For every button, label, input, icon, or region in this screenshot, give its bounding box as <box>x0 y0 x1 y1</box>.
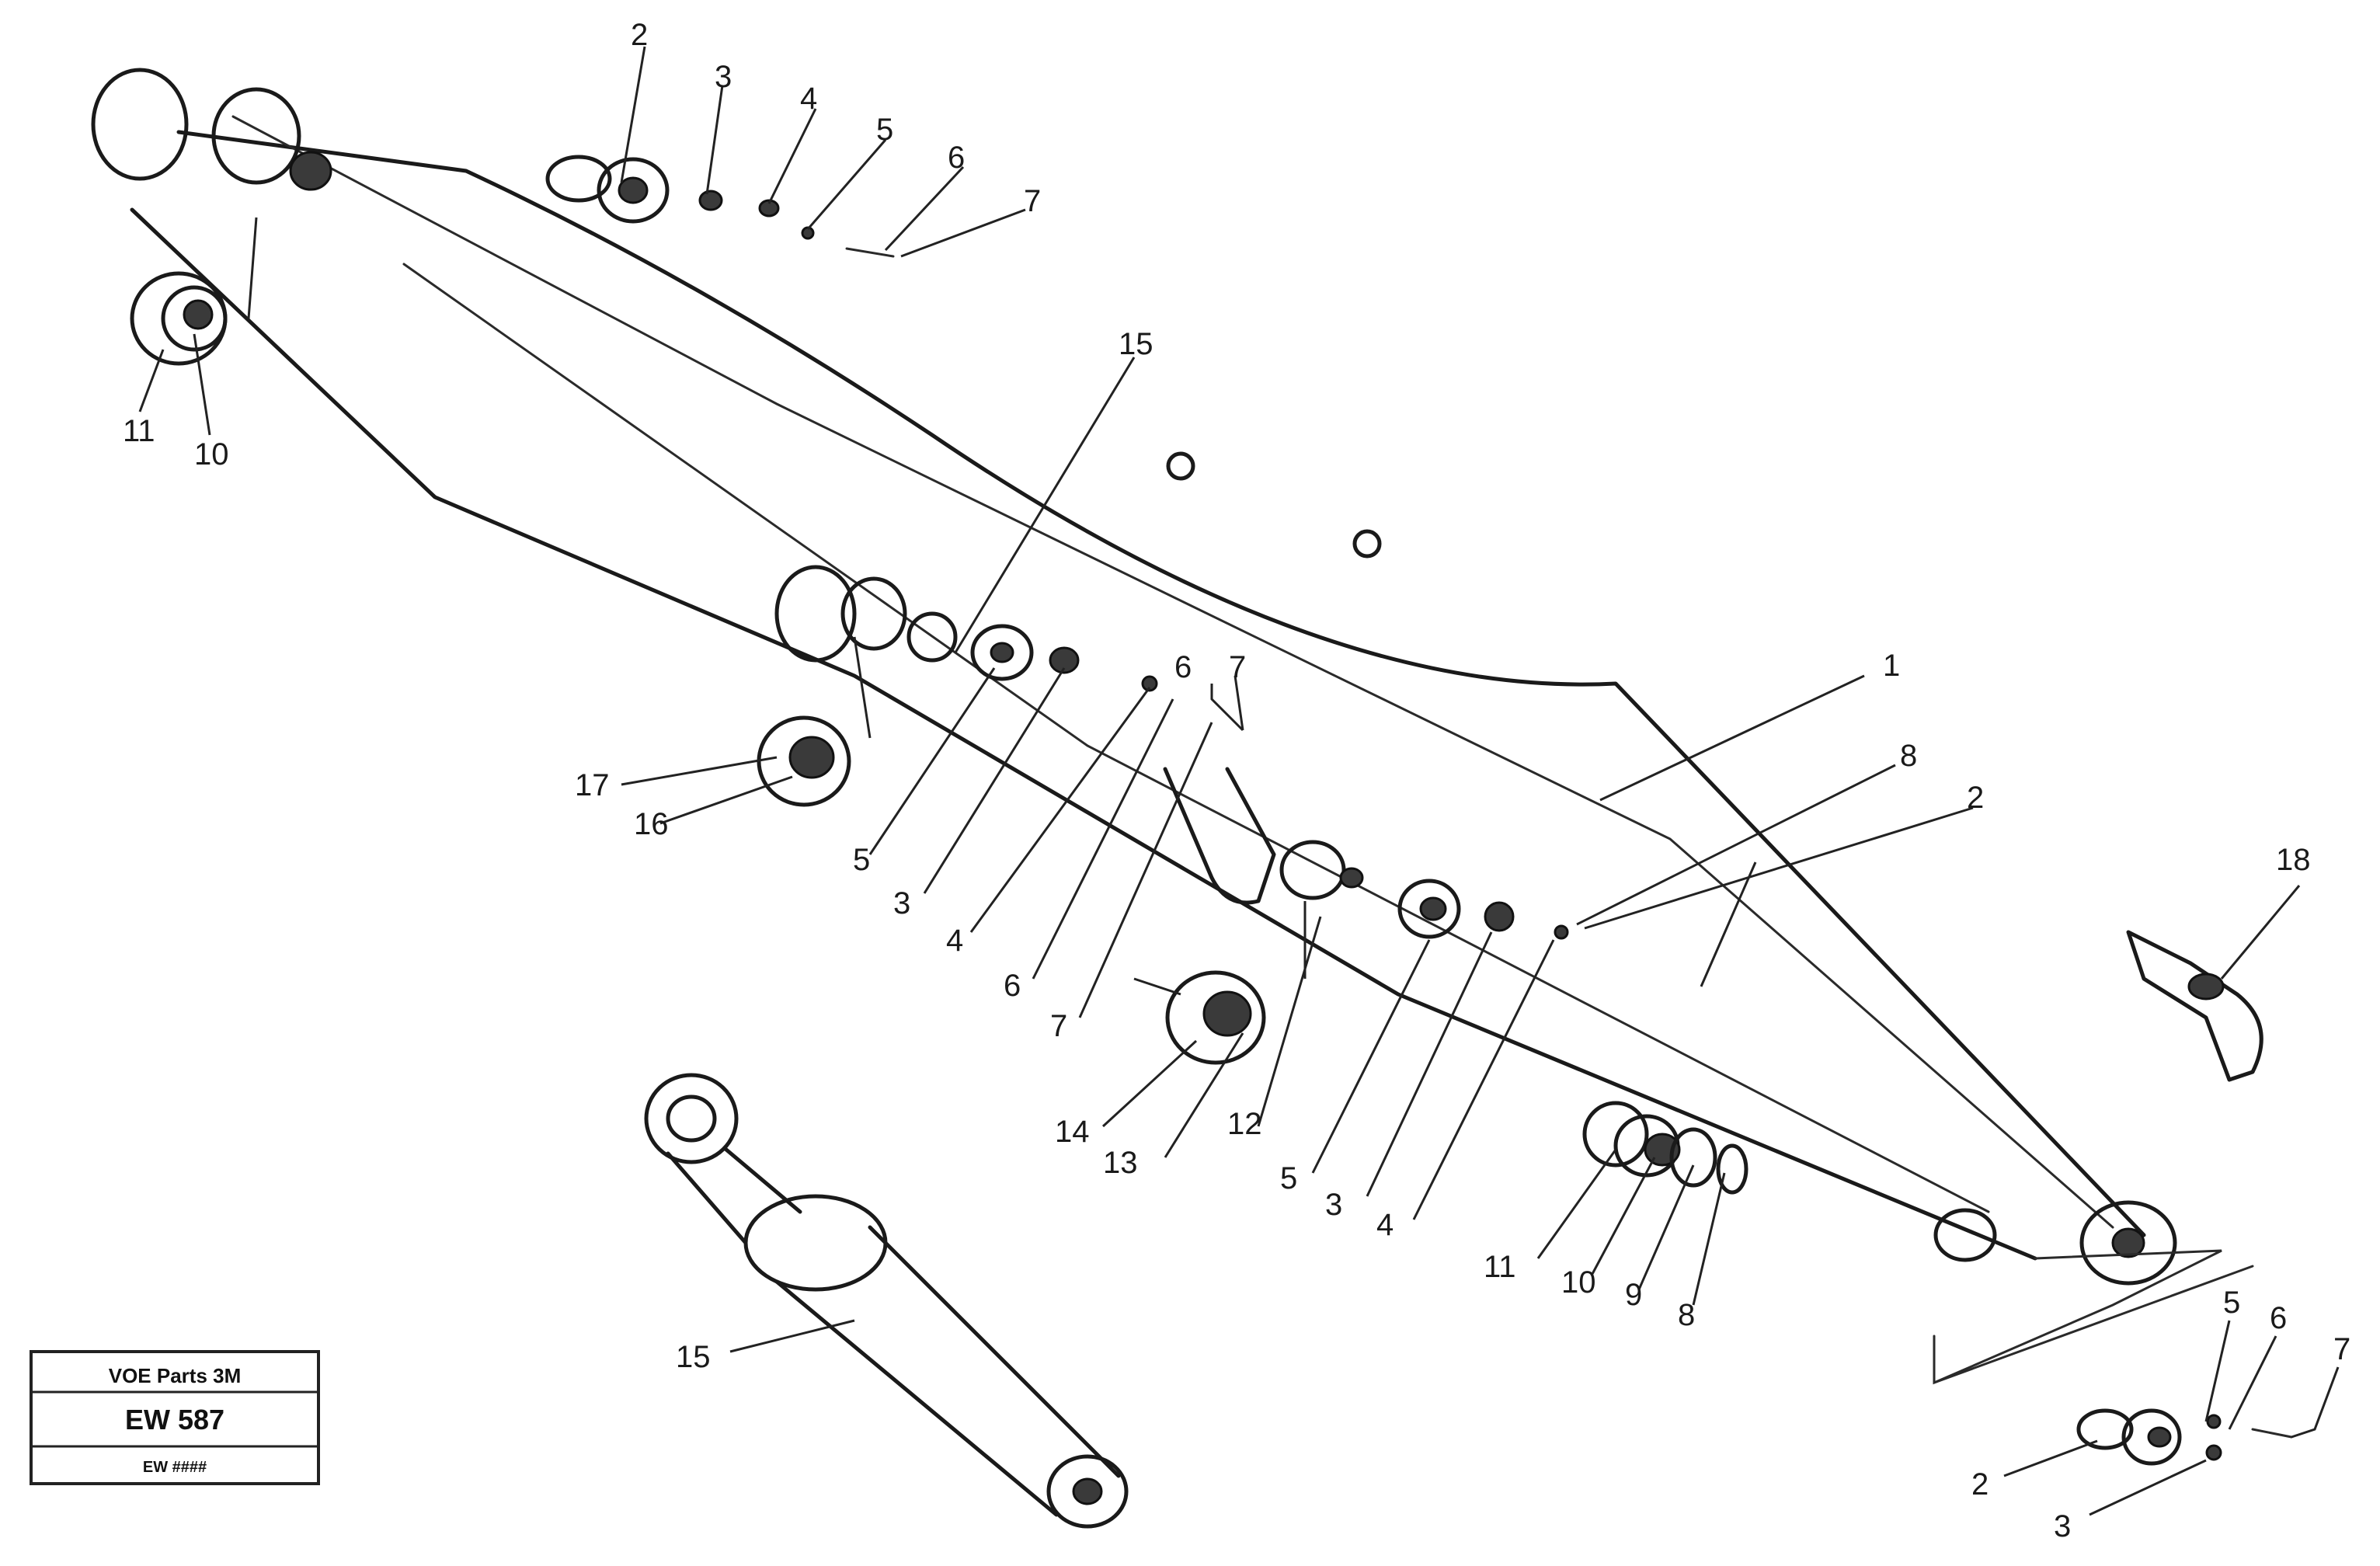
callout-4-low: 4 <box>1376 1208 1394 1242</box>
callout-3-bottom-right: 3 <box>2054 1509 2071 1543</box>
callout-5-mid: 5 <box>853 843 870 877</box>
callout-15-cylinder: 15 <box>676 1340 711 1374</box>
bushing-16-17 <box>757 715 851 807</box>
stamp-line-3: EW #### <box>143 1459 207 1476</box>
callout-16: 16 <box>634 807 669 841</box>
callout-3-mid: 3 <box>893 886 910 920</box>
callout-5-bottom-right: 5 <box>2223 1286 2240 1320</box>
callout-7-mid: 7 <box>1050 1009 1067 1043</box>
callout-2-top: 2 <box>631 18 648 52</box>
boom-arm <box>91 68 2222 1385</box>
callout-14: 14 <box>1055 1115 1090 1149</box>
callout-5-top: 5 <box>876 113 893 147</box>
bracket-18 <box>2126 930 2263 1082</box>
callout-10-lower: 10 <box>1561 1265 1596 1300</box>
bushing-stack-8-11 <box>1582 1101 1748 1195</box>
callout-8-right: 8 <box>1900 739 1917 773</box>
callout-6-mid-b: 6 <box>1174 650 1192 684</box>
hydraulic-cylinder-15 <box>644 1073 1129 1529</box>
callout-3-top: 3 <box>715 60 732 94</box>
callout-8-lower: 8 <box>1678 1298 1695 1332</box>
bushing-13-14 <box>1165 970 1266 1065</box>
callout-18: 18 <box>2276 843 2311 877</box>
callout-7-bottom-right: 7 <box>2333 1332 2350 1366</box>
callout-labels: 2 3 4 5 6 7 11 10 15 17 16 5 3 4 6 7 7 6… <box>123 18 2350 1543</box>
callout-2-bottom-right: 2 <box>1971 1467 1989 1502</box>
callout-12: 12 <box>1227 1107 1262 1141</box>
middle-pin-cluster <box>774 565 1158 692</box>
stamp-line-1: VOE Parts 3M <box>109 1364 242 1387</box>
callout-1-right: 1 <box>1883 649 1900 683</box>
callout-11-left: 11 <box>123 414 155 448</box>
callout-2-right: 2 <box>1967 781 1984 815</box>
cylinder-mount-bracket <box>1163 767 1364 905</box>
callout-13: 13 <box>1103 1146 1138 1180</box>
callout-4-mid: 4 <box>946 924 963 958</box>
callout-6-top: 6 <box>948 141 965 175</box>
callout-6-mid: 6 <box>1004 969 1021 1003</box>
callout-7-mid-b: 7 <box>1229 650 1246 684</box>
bottom-right-pin-cluster <box>1933 1265 2293 1466</box>
callout-7-top: 7 <box>1024 184 1041 218</box>
callout-17: 17 <box>575 768 610 802</box>
callout-15-upper: 15 <box>1119 327 1153 361</box>
callout-3-low: 3 <box>1325 1188 1342 1222</box>
callout-5-low: 5 <box>1280 1161 1297 1195</box>
leader-lines <box>138 46 2340 1516</box>
left-bushing-10-11 <box>130 271 228 366</box>
top-bushing-cluster <box>545 155 895 258</box>
callout-4-top: 4 <box>800 82 817 116</box>
lower-pin-cluster <box>1397 879 1569 940</box>
stamp-line-2: EW 587 <box>125 1404 224 1436</box>
callout-11-lower: 11 <box>1484 1250 1516 1284</box>
callout-9: 9 <box>1625 1278 1642 1312</box>
reference-stamp: VOE Parts 3M EW 587 EW #### <box>30 1350 320 1485</box>
callout-10-left: 10 <box>194 437 229 472</box>
callout-6-bottom-right: 6 <box>2270 1301 2287 1335</box>
